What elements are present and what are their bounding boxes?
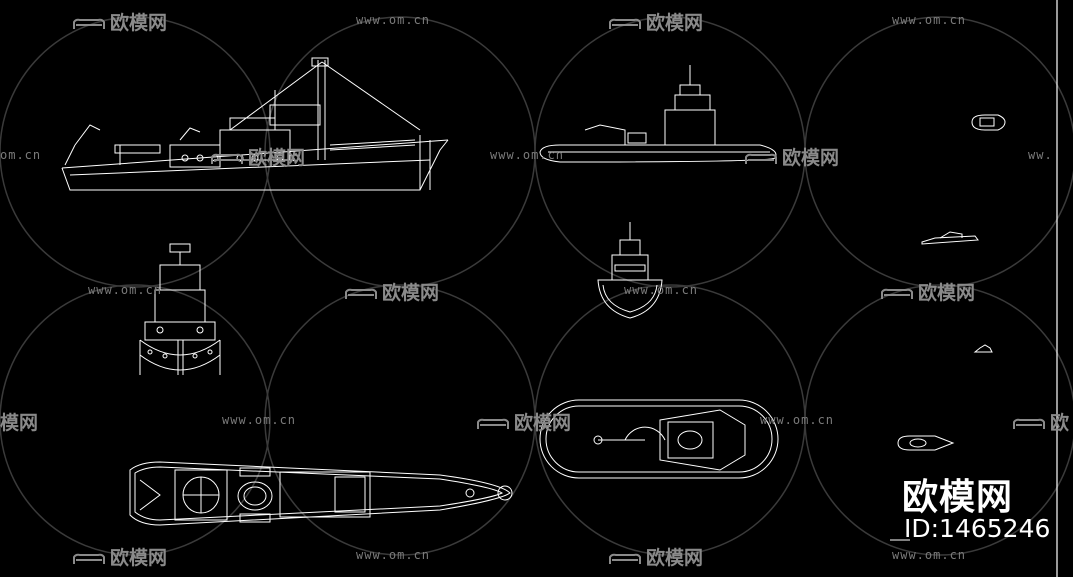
- watermark-brand: 欧模网: [608, 543, 703, 570]
- ship-plan-view: [129, 461, 513, 526]
- sofa-logo-icon: [745, 153, 777, 164]
- sofa-logo-icon: [477, 418, 509, 429]
- sofa-logo-icon: [609, 18, 641, 29]
- watermark-url-cut: ww.: [1028, 148, 1053, 162]
- watermark-brand: 欧模网: [608, 8, 703, 35]
- small-boats: [897, 114, 1006, 451]
- watermark-brand: 欧模网: [880, 278, 975, 305]
- watermark-url: www.om.cn: [356, 13, 431, 27]
- tug-plan-view: [539, 399, 779, 479]
- watermark-url: www.om.cn: [624, 283, 699, 297]
- portholes: [181, 154, 299, 162]
- model-id-label: ID:1465246: [904, 514, 1051, 543]
- sofa-logo-icon: [345, 288, 377, 299]
- sofa-logo-icon: [73, 18, 105, 29]
- watermark-brand: 欧模网: [210, 143, 305, 170]
- watermark-brand: 欧模网: [344, 278, 439, 305]
- watermark-brand: 欧模网: [476, 408, 571, 435]
- tug-side-elevation: [539, 65, 777, 163]
- watermark-url-cut: om.cn: [0, 148, 42, 162]
- watermark-brand: 欧模网: [72, 543, 167, 570]
- watermark-url: www.om.cn: [892, 13, 967, 27]
- sofa-logo-icon: [881, 288, 913, 299]
- watermark-url: www.om.cn: [88, 283, 163, 297]
- ship-side-elevation: [61, 57, 449, 191]
- sofa-logo-icon: [1013, 418, 1045, 429]
- ship-front-view: [139, 243, 221, 375]
- sofa-logo-icon: [211, 153, 243, 164]
- watermark-brand-cut: 模网: [0, 412, 39, 434]
- watermark-brand: 欧模网: [72, 8, 167, 35]
- sofa-logo-icon: [609, 553, 641, 564]
- watermark-brand-cut: 欧: [1012, 408, 1069, 435]
- watermark-url: www.om.cn: [760, 413, 835, 427]
- sofa-logo-icon: [73, 553, 105, 564]
- watermark-url: www.om.cn: [222, 413, 297, 427]
- watermark-url: www.om.cn: [490, 148, 565, 162]
- watermark-circles: [0, 16, 1073, 556]
- watermark-url: www.om.cn: [356, 548, 431, 562]
- tug-front-view: [597, 222, 663, 319]
- watermark-brand: 欧模网: [744, 143, 839, 170]
- watermark-url: www.om.cn: [892, 548, 967, 562]
- brand-title: 欧模网: [902, 477, 1014, 518]
